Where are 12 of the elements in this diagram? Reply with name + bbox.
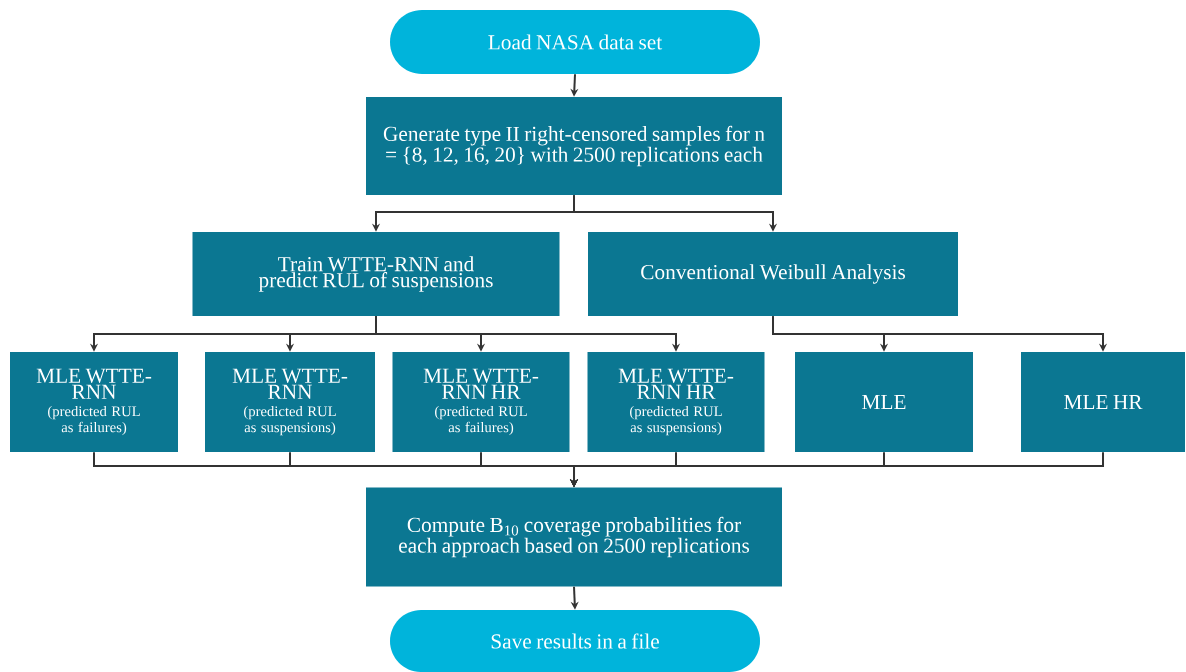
process-box: Train WTTE-RNN and predict RUL of suspensions <box>192 232 560 316</box>
process-box: Conventional Weibull Analysis <box>588 232 958 316</box>
terminal-box: Save results in a file <box>390 610 760 672</box>
process-box: MLE WTTE-RNN (predicted RUL as suspensions) <box>205 352 375 452</box>
process-box: MLE WTTE-RNN HR (predicted RUL as failures) <box>392 352 570 452</box>
process-box: MLE <box>795 352 973 452</box>
process-box: MLE HR <box>1021 352 1185 452</box>
process-box: MLE WTTE-RNN (predicted RUL as failures) <box>10 352 178 452</box>
terminal-box: Load NASA data set <box>390 10 760 74</box>
process-box: Compute B$_{10}$ coverage probabilities for each approach based on 2500 replications <box>366 487 782 587</box>
process-box: Generate type II right-censored samples for n = {8, 12, 16, 20} with 2500 replications each <box>366 97 782 195</box>
process-box: MLE WTTE-RNN HR (predicted RUL as suspensions) <box>587 352 765 452</box>
